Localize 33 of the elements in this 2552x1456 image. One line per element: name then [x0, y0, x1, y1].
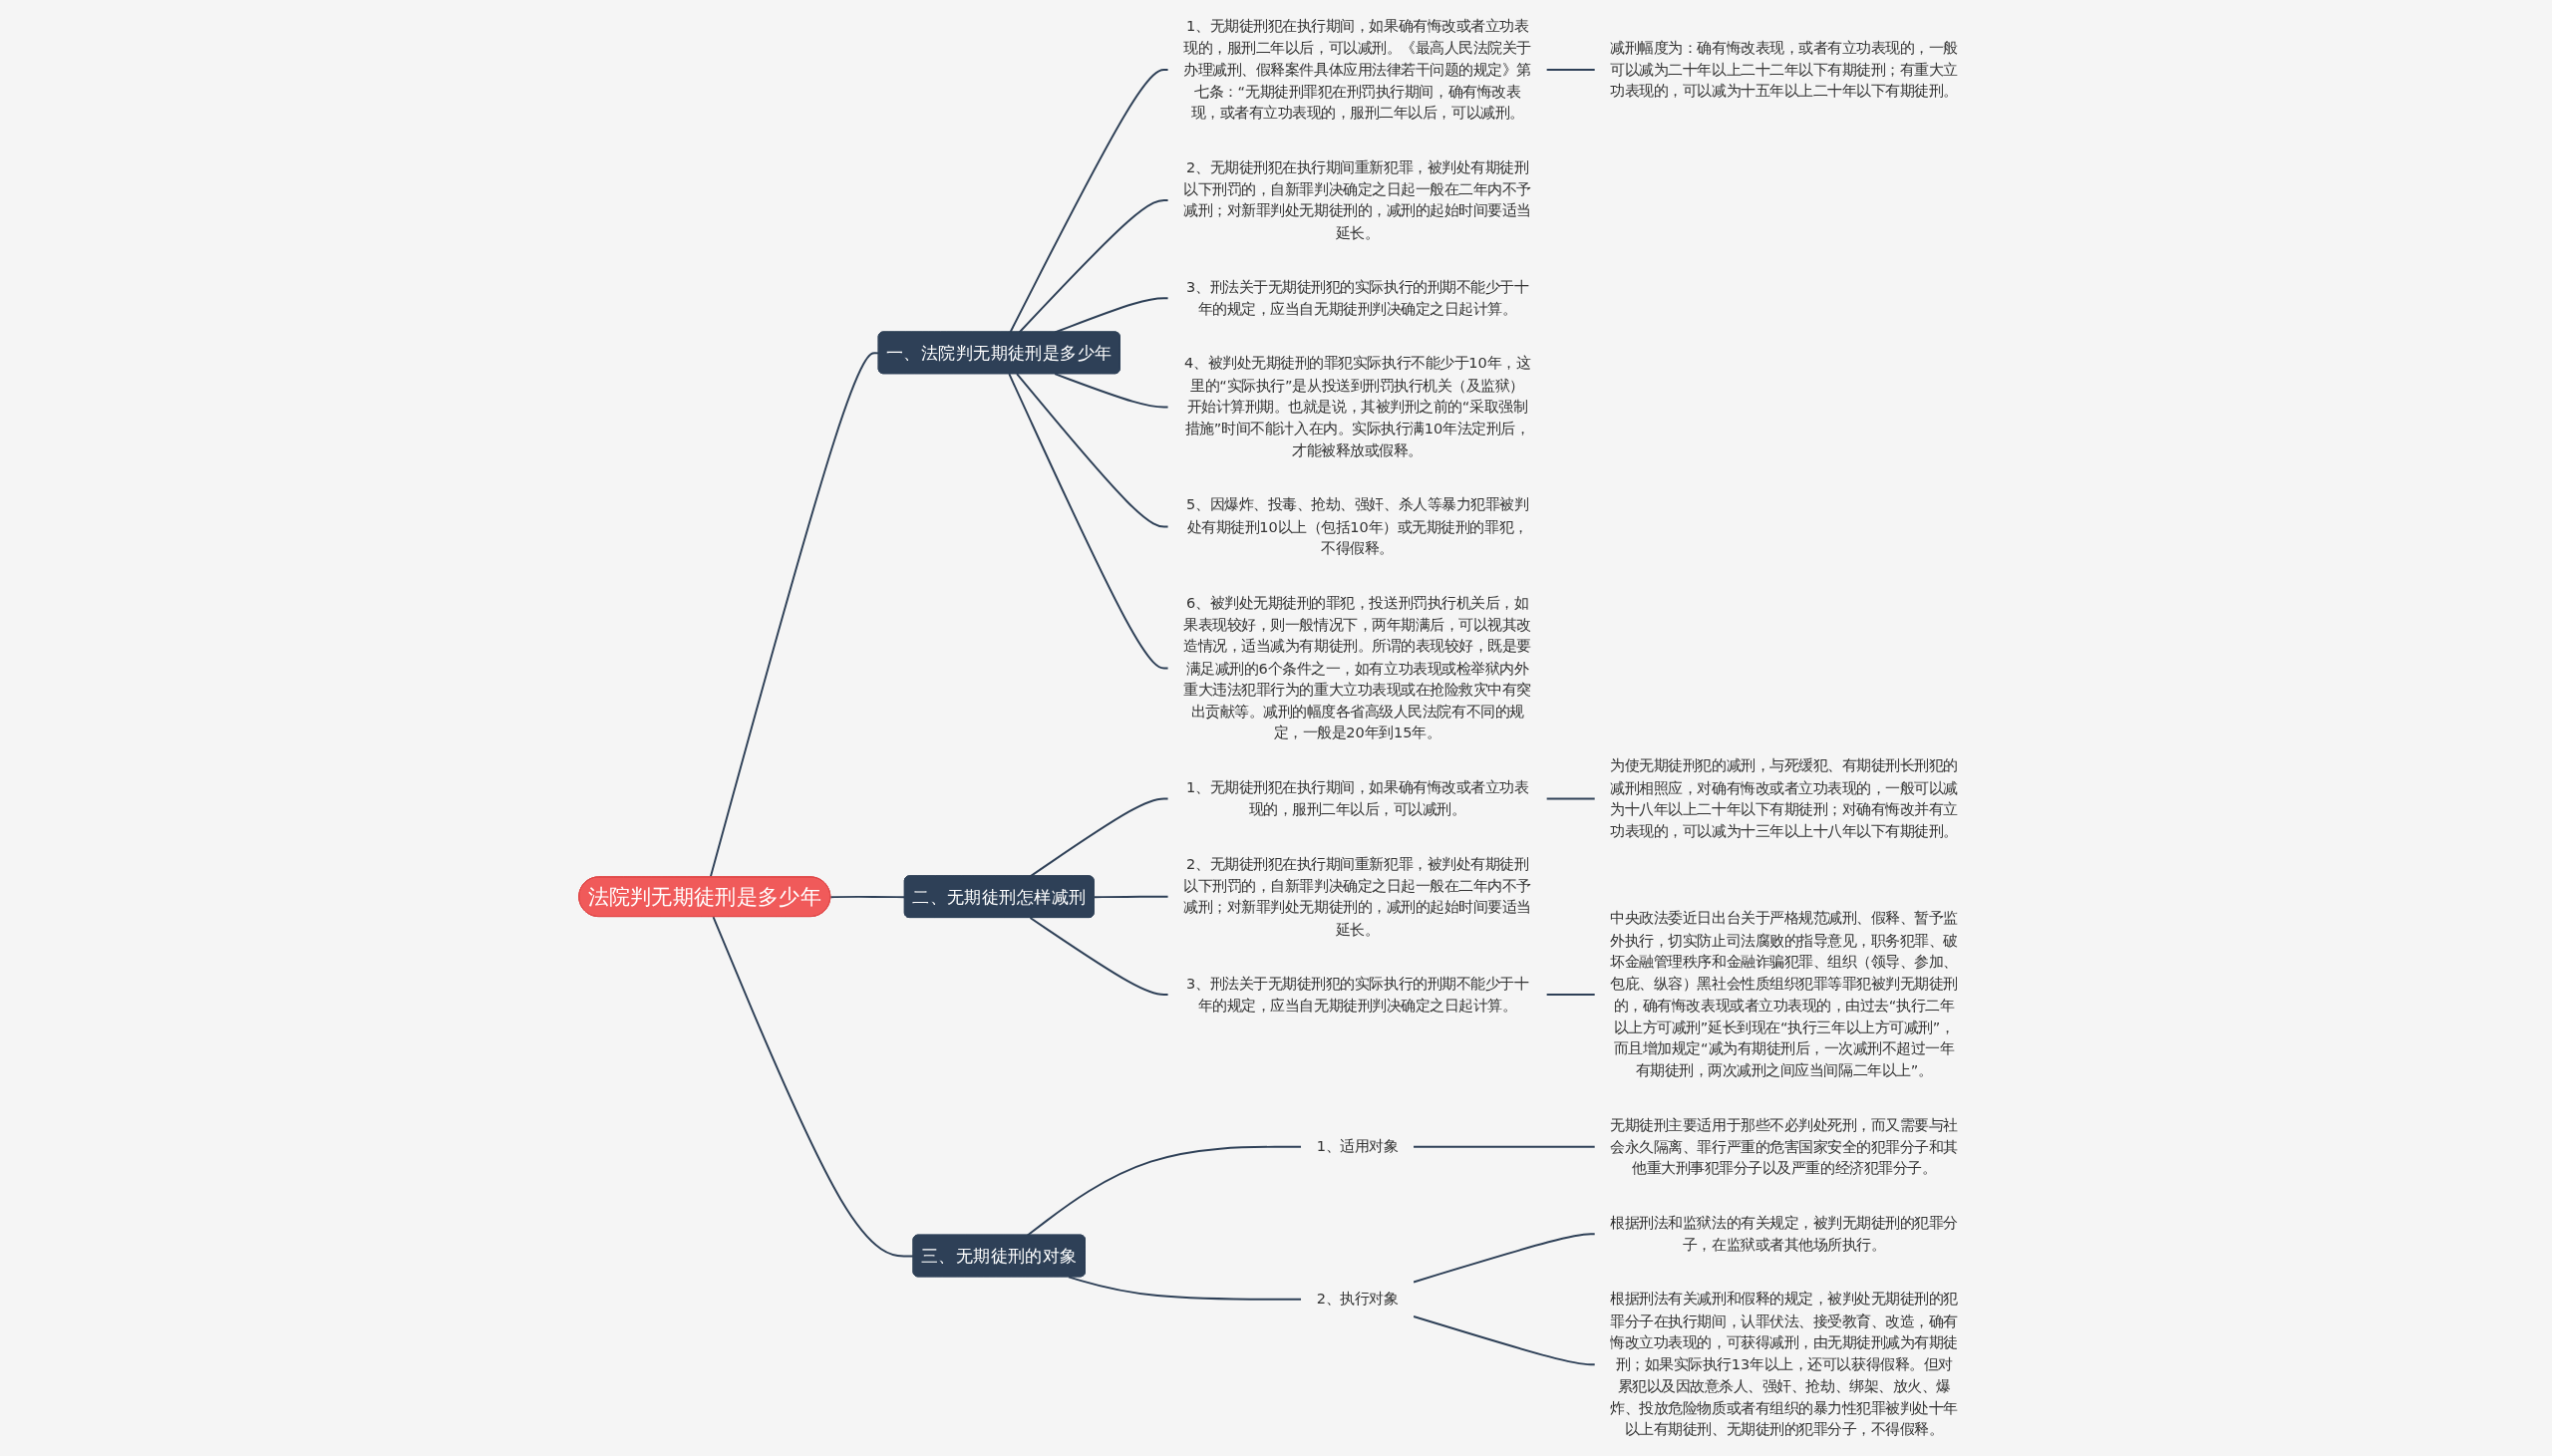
connector [1009, 69, 1169, 334]
node-text: 1、无期徒刑犯在执行期间，如果确有悔改或者立功表现的，服刑二年以后，可以减刑。《最高人民法院关于办理减刑、假释案件具体应用法律若干问题的规定》第七条：“无期徒刑罪犯在刑罚执行期间，确有悔改表现，或者有立功表现的，服刑二年以后，可以减刑。 [1183, 17, 1531, 123]
connector [1067, 1276, 1302, 1301]
node-text: 1、无期徒刑犯在执行期间，如果确有悔改或者立功表现的，服刑二年以后，可以减刑。 [1185, 778, 1529, 818]
node-text: 4、被判处无期徒刑的罪犯实际执行不能少于10年，这里的“实际执行”是从投送到刑罚执行机关（及监狱）开始计算刑期。也就是说，其被判刑之前的“采取强制措施”时间不能计入在内。实际执行满10年法定刑后，才能被释放或假释。 [1183, 354, 1531, 459]
node-text: 3、刑法关于无期徒刑犯的实际执行的刑期不能少于十年的规定，应当自无期徒刑判决确定之日起计算。 [1185, 278, 1529, 318]
connector [1412, 1315, 1596, 1366]
node-text: 无期徒刑主要适用于那些不必判处死刑，而又需要与社会永久隔离、罪行严重的危害国家安全的犯罪分子和其他重大刑事犯罪分子以及严重的经济犯罪分子。 [1610, 1116, 1958, 1178]
connector [1545, 69, 1596, 71]
connector [1008, 373, 1169, 670]
node-text: 2、无期徒刑犯在执行期间重新犯罪，被判处有期徒刑以下刑罚的，自新罪判决确定之日起一般在二年内不予减刑；对新罪判处无期徒刑的，减刑的起始时间要适当延长。 [1183, 158, 1531, 242]
node-text: 根据刑法和监狱法的有关规定，被判无期徒刑的犯罪分子，在监狱或者其他场所执行。 [1610, 1214, 1958, 1254]
connector [1026, 1145, 1302, 1237]
connector [1412, 1145, 1596, 1148]
node-text: 6、被判处无期徒刑的罪犯，投送刑罚执行机关后，如果表现较好，则一般情况下，两年期满后，可以视其改造情况，适当减为有期徒刑。所谓的表现较好，既是要满足减刑的6个条件之一，如有立功表现或检举狱内外重大违法犯罪行为的重大立功表现或在抢险救灾中有突出贡献等。减刑的幅度各省高级人民法院有不同的规定，一般是20年到15年。 [1183, 594, 1531, 742]
node-text: 中央政法委近日出台关于严格规范减刑、假释、暂予监外执行，切实防止司法腐败的指导意见，职务犯罪、破坏金融管理秩序和金融诈骗犯罪、组织（领导、参加、包庇、纵容）黑社会性质组织犯罪等罪犯被判无期徒刑的，确有悔改表现或者立功表现的，由过去“执行二年以上方可减刑”延长到现在“执行三年以上方可减刑”，而且增加规定“减为有期徒刑后，一次减刑不超过一年有期徒刑，两次减刑之间应当间隔二年以上”。 [1610, 909, 1958, 1079]
connector [1015, 373, 1169, 528]
connector [1545, 994, 1596, 996]
node-text: 2、无期徒刑犯在执行期间重新犯罪，被判处有期徒刑以下刑罚的，自新罪判决确定之日起一般在二年内不予减刑；对新罪判处无期徒刑的，减刑的起始时间要适当延长。 [1183, 855, 1531, 938]
connector [1054, 373, 1169, 409]
connector [1412, 1233, 1596, 1284]
connector [1093, 895, 1169, 899]
connector [1029, 917, 1169, 996]
connector [1018, 199, 1169, 334]
node-text: 2、执行对象 [1316, 1290, 1399, 1309]
connector [1545, 797, 1596, 800]
node-text: 为使无期徒刑犯的减刑，与死缓犯、有期徒刑长刑犯的减刑相照应，对确有悔改或者立功表现的，一般可以减为十八年以上二十年以下有期徒刑；对确有悔改并有立功表现的，可以减为十三年以上十八年以下有期徒刑。 [1610, 756, 1958, 840]
node-text: 减刑幅度为：确有悔改表现，或者有立功表现的，一般可以减为二十年以上二十二年以下有期徒刑；有重大立功表现的，可以减为十五年以上二十年以下有期徒刑。 [1610, 39, 1958, 101]
node-text: 根据刑法有关减刑和假释的规定，被判处无期徒刑的犯罪分子在执行期间，认罪伏法、接受教育、改造，确有悔改立功表现的，可获得减刑，由无期徒刑减为有期徒刑；如果实际执行13年以上，还可以获得假释。但对累犯以及因故意杀人、强奸、抢劫、绑架、放火、爆炸、投放危险物质或者有组织的暴力性犯罪被判处十年以上有期徒刑、无期徒刑的犯罪分子，不得假释。 [1610, 1290, 1958, 1439]
node-text: 5、因爆炸、投毒、抢劫、强奸、杀人等暴力犯罪被判处有期徒刑10以上（包括10年）或无期徒刑的罪犯，不得假释。 [1185, 495, 1529, 557]
node-text: 1、适用对象 [1316, 1137, 1399, 1156]
connector [829, 895, 906, 899]
node-text: 3、刑法关于无期徒刑犯的实际执行的刑期不能少于十年的规定，应当自无期徒刑判决确定之日起计算。 [1185, 975, 1529, 1015]
